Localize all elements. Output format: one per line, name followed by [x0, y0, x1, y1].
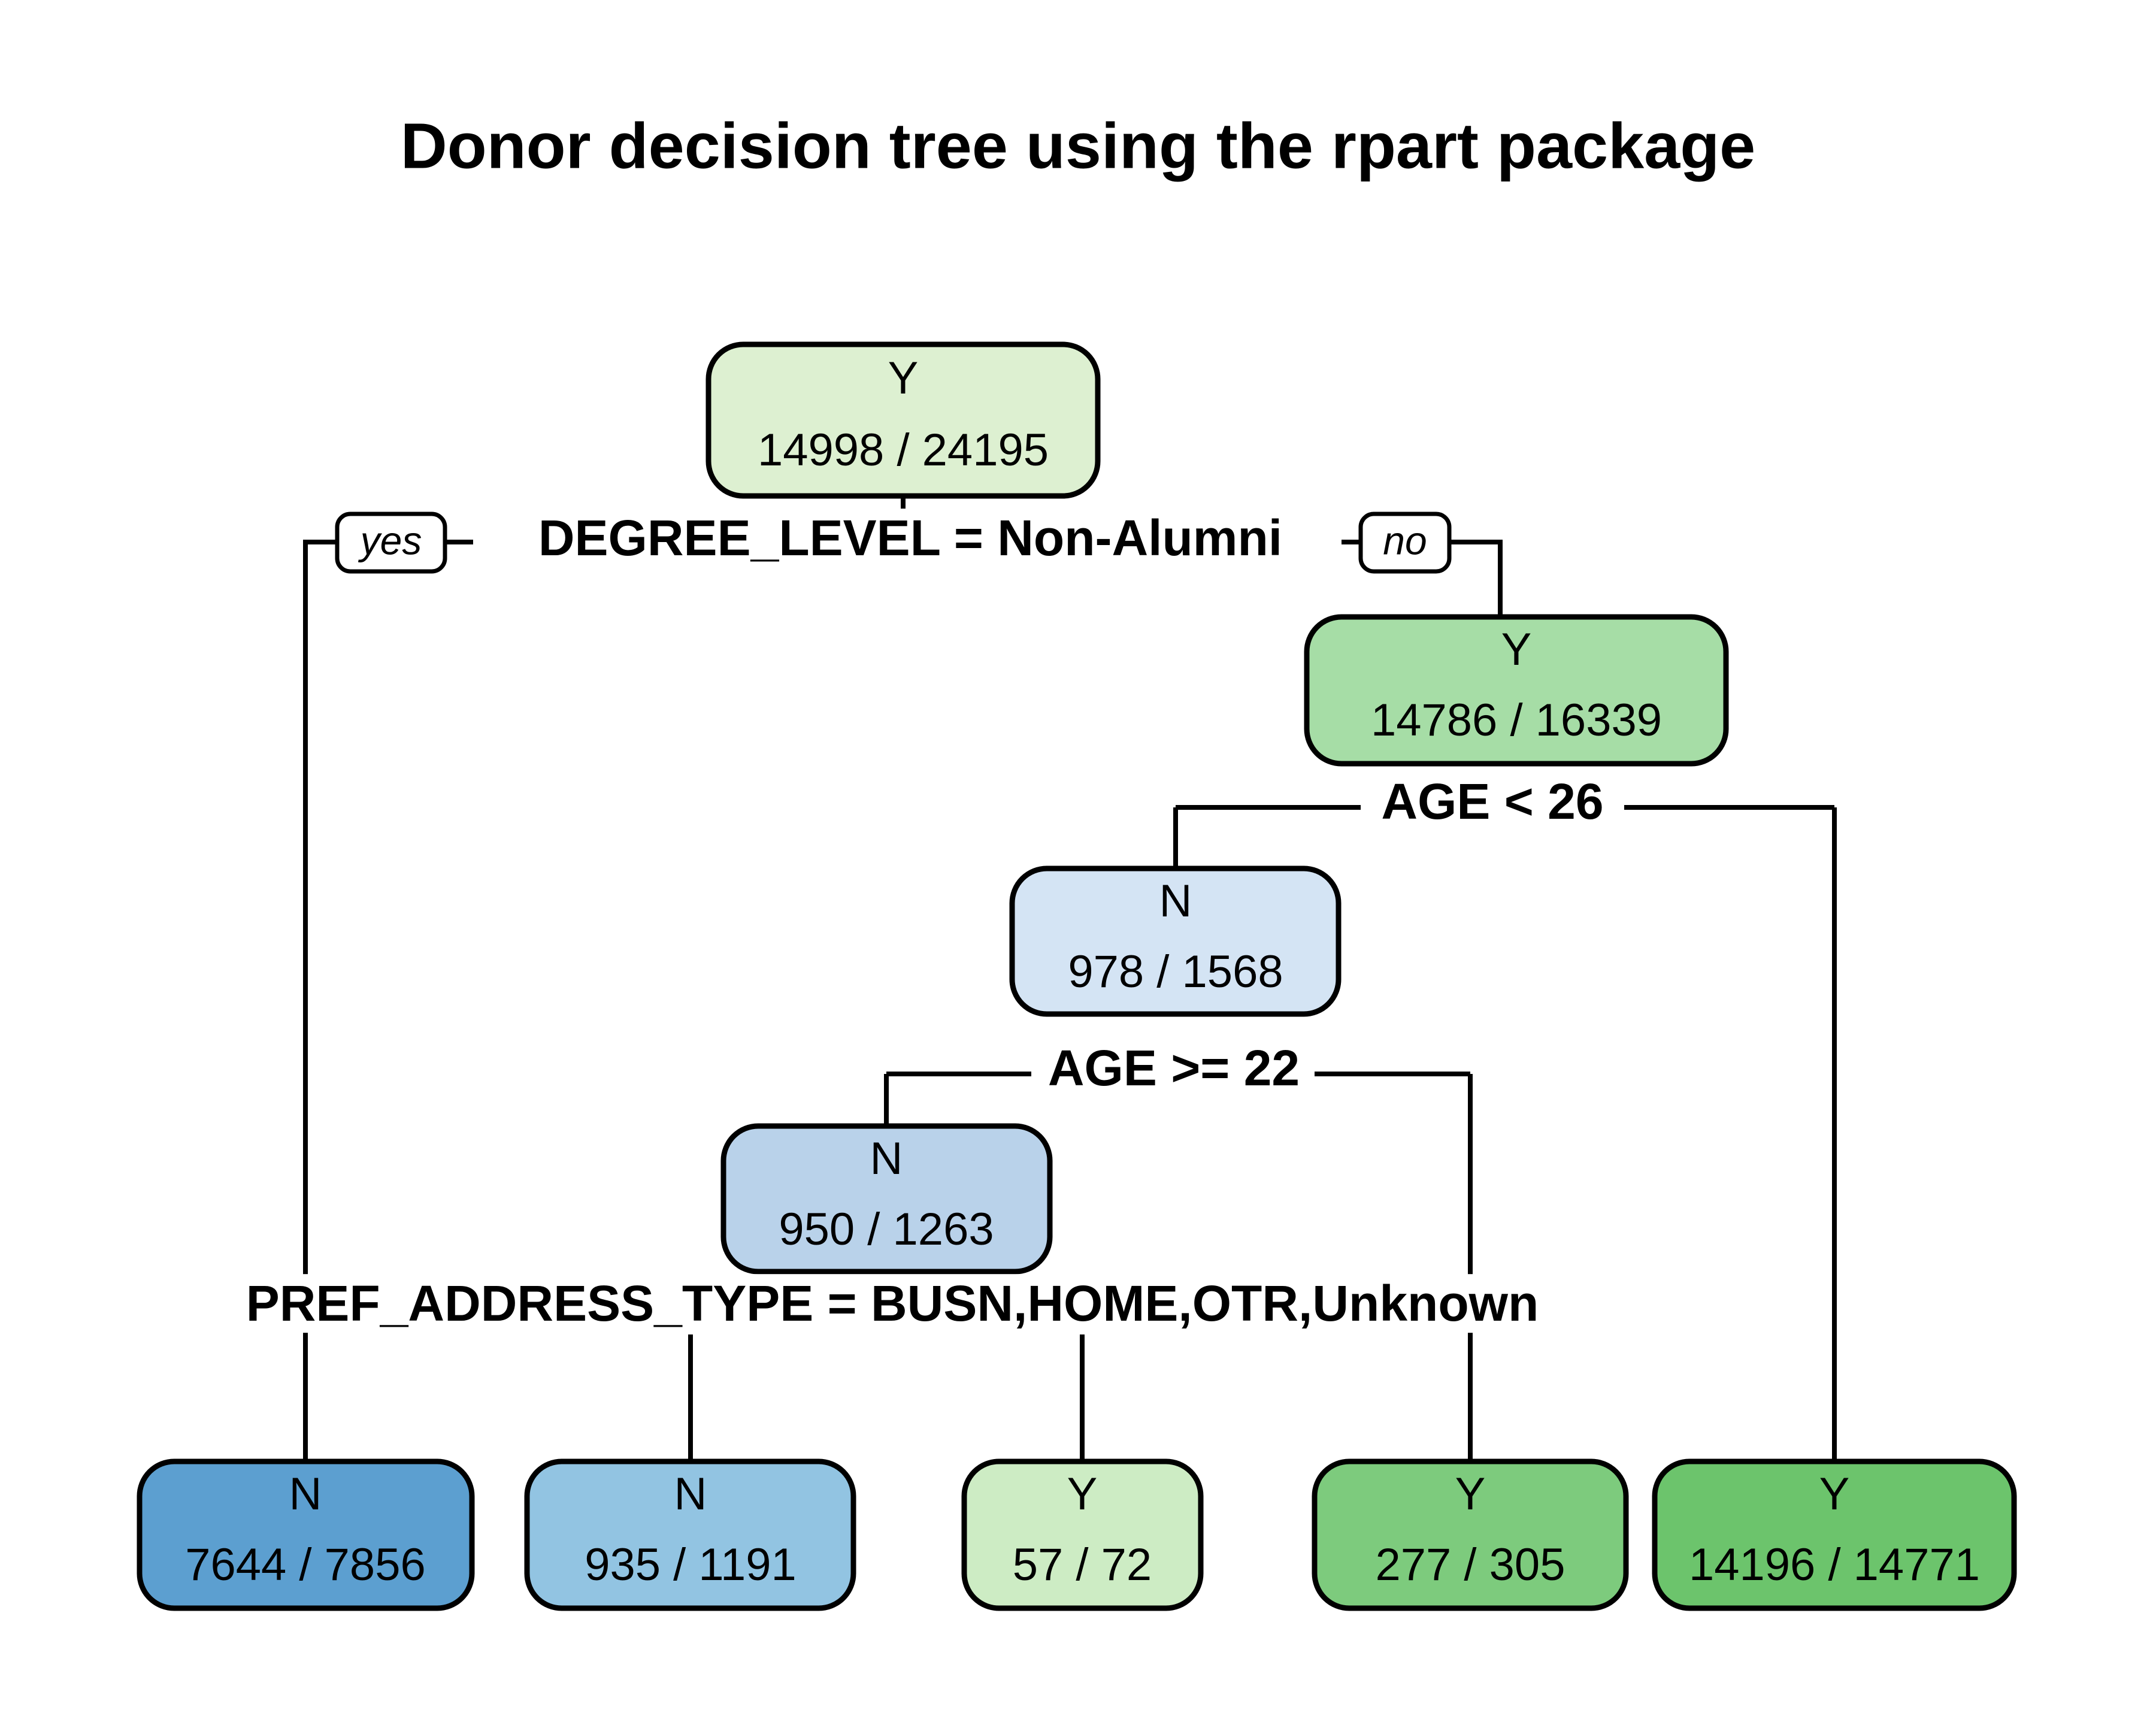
- node-leaf1[interactable]: N 7644 / 7856: [137, 1458, 475, 1611]
- node-n2-box[interactable]: [1304, 614, 1729, 767]
- split-label-backdrop: [529, 509, 1291, 568]
- branch-label-yes-text: yes: [358, 518, 422, 562]
- node-n3-counts: 978 / 1568: [1068, 946, 1283, 997]
- node-leaf3[interactable]: Y 57 / 72: [961, 1458, 1204, 1611]
- node-leaf4[interactable]: Y 277 / 305: [1312, 1458, 1629, 1611]
- node-n2-class: Y: [1501, 624, 1532, 675]
- split-label-2: AGE < 26: [1381, 773, 1603, 830]
- node-root-counts: 14998 / 24195: [758, 425, 1049, 476]
- page-title: Donor decision tree using the rpart pack…: [401, 110, 1756, 182]
- branch-label-yes: yes: [335, 512, 447, 574]
- edge-layer: [303, 496, 1837, 1461]
- split-label-backdrop: [1039, 1039, 1309, 1098]
- branch-label-no-text: no: [1383, 518, 1427, 562]
- node-n4-counts: 950 / 1263: [779, 1204, 994, 1255]
- edge-root-no-to-n2: [1440, 540, 1503, 610]
- split-label-3: AGE >= 22: [1048, 1040, 1300, 1096]
- node-leaf2[interactable]: N 935 / 1191: [524, 1458, 856, 1611]
- node-leaf2-counts: 935 / 1191: [585, 1539, 797, 1590]
- branch-label-no: no: [1358, 512, 1452, 574]
- node-leaf5[interactable]: Y 14196 / 14771: [1652, 1458, 2017, 1611]
- node-n3-class: N: [1159, 876, 1192, 927]
- node-n4-box[interactable]: [720, 1123, 1053, 1275]
- node-leaf3-counts: 57 / 72: [1013, 1539, 1152, 1590]
- node-n4[interactable]: N 950 / 1263: [720, 1123, 1053, 1275]
- split-label-backdrop: [1373, 772, 1612, 831]
- node-root[interactable]: Y 14998 / 24195: [705, 341, 1101, 499]
- node-leaf5-class: Y: [1819, 1469, 1850, 1520]
- node-leaf1-class: N: [289, 1469, 322, 1520]
- node-n2[interactable]: Y 14786 / 16339: [1304, 614, 1729, 767]
- node-leaf1-counts: 7644 / 7856: [185, 1539, 426, 1590]
- node-leaf3-box[interactable]: [961, 1458, 1204, 1611]
- node-n3[interactable]: N 978 / 1568: [1009, 865, 1342, 1017]
- node-leaf3-class: Y: [1067, 1469, 1098, 1520]
- node-leaf4-counts: 277 / 305: [1376, 1539, 1565, 1590]
- node-n4-class: N: [870, 1133, 903, 1184]
- node-root-class: Y: [888, 353, 919, 404]
- node-n2-counts: 14786 / 16339: [1371, 695, 1662, 746]
- node-leaf2-class: N: [674, 1469, 707, 1520]
- split-label-1: DEGREE_LEVEL = Non-Alumni: [538, 510, 1282, 566]
- node-n3-box[interactable]: [1009, 865, 1342, 1017]
- node-leaf4-class: Y: [1455, 1469, 1486, 1520]
- node-leaf1-box[interactable]: [137, 1458, 475, 1611]
- node-root-box[interactable]: [705, 341, 1101, 499]
- split-1-row: yes DEGREE_LEVEL = Non-Alumni no: [335, 509, 1452, 574]
- node-leaf5-counts: 14196 / 14771: [1689, 1539, 1980, 1590]
- branch-label-no-box: [1358, 512, 1452, 574]
- split-label-backdrop: [237, 1274, 1548, 1333]
- node-leaf5-box[interactable]: [1652, 1458, 2017, 1611]
- split-label-4: PREF_ADDRESS_TYPE = BUSN,HOME,OTR,Unknow…: [246, 1275, 1539, 1331]
- edge-root-yes-to-leaf1: [303, 540, 344, 1461]
- node-leaf2-box[interactable]: [524, 1458, 856, 1611]
- node-leaf4-box[interactable]: [1312, 1458, 1629, 1611]
